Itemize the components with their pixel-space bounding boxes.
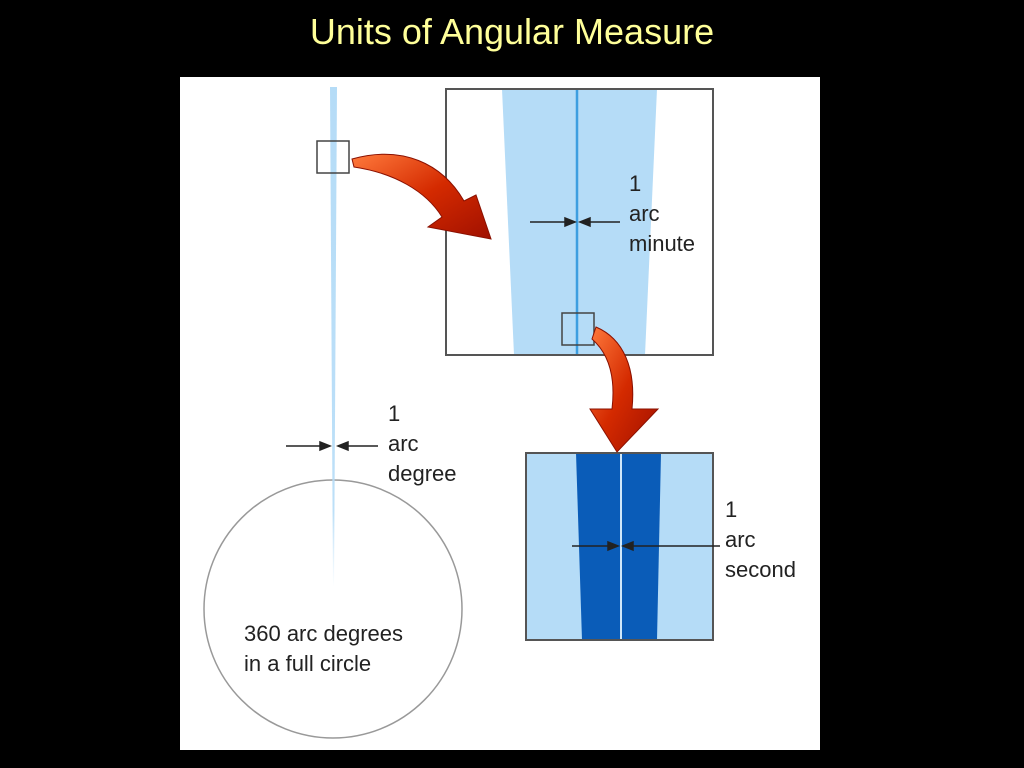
degree-label: 1 arc degree [388, 401, 457, 486]
degree-zoom-square [316, 140, 350, 174]
circle-label: 360 arc degrees in a full circle [244, 621, 409, 676]
second-arrows [572, 540, 720, 552]
angular-measure-diagram: 1 arc degree 1 arc minute 1 arc second 3… [203, 87, 796, 739]
zoom-arrow-to-minute [351, 153, 492, 240]
second-label: 1 arc second [725, 497, 796, 582]
minute-arrows [530, 216, 620, 228]
degree-arrows [286, 440, 378, 452]
slide-title: Units of Angular Measure [309, 11, 715, 52]
minute-label: 1 arc minute [629, 171, 695, 256]
minute-zoom-square [561, 312, 595, 346]
zoom-arrow-to-second [589, 326, 660, 453]
degree-beam [330, 87, 337, 587]
diagram-panel: 1 arc degree 1 arc minute 1 arc second 3… [180, 77, 820, 750]
